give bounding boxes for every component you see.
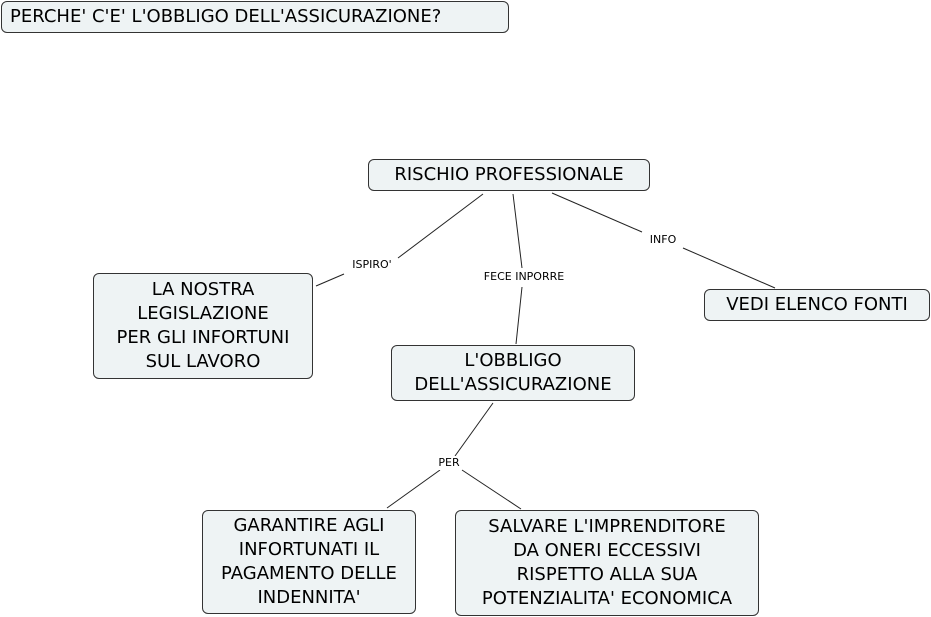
- page-title: PERCHE' C'E' L'OBBLIGO DELL'ASSICURAZION…: [1, 1, 509, 33]
- node-garantire-indennita[interactable]: GARANTIRE AGLI INFORTUNATI IL PAGAMENTO …: [202, 510, 416, 614]
- link-label-per: PER: [436, 456, 462, 470]
- link-root-legislation-upper: [397, 193, 484, 259]
- link-label-fece-inporre: FECE INPORRE: [481, 270, 567, 284]
- link-root-obligation-upper: [512, 193, 523, 269]
- link-root-legislation-lower: [315, 273, 345, 287]
- link-per-guarantee: [386, 469, 441, 509]
- node-obbligo-assicurazione[interactable]: L'OBBLIGO DELL'ASSICURAZIONE: [391, 345, 635, 401]
- node-legislazione[interactable]: LA NOSTRA LEGISLAZIONE PER GLI INFORTUNI…: [93, 273, 313, 379]
- link-root-obligation-lower: [515, 286, 523, 345]
- link-root-sources-lower: [682, 247, 776, 289]
- node-salvare-imprenditore[interactable]: SALVARE L'IMPRENDITORE DA ONERI ECCESSIV…: [455, 510, 759, 616]
- link-label-info: INFO: [647, 233, 679, 247]
- node-rischio-professionale[interactable]: RISCHIO PROFESSIONALE: [368, 159, 650, 191]
- link-obligation-per: [454, 402, 494, 457]
- node-elenco-fonti[interactable]: VEDI ELENCO FONTI: [704, 289, 930, 321]
- link-label-ispiro: ISPIRO': [350, 258, 394, 272]
- link-root-sources-upper: [551, 192, 643, 233]
- link-per-protect: [461, 469, 522, 510]
